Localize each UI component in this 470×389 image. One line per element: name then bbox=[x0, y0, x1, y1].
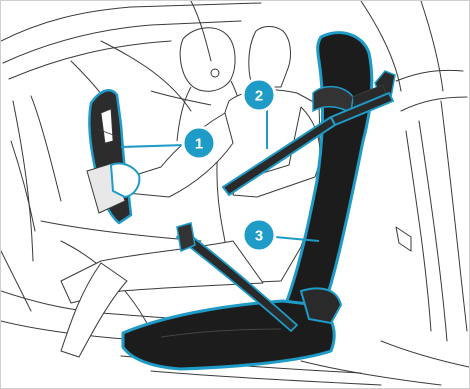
callout-3: 3 bbox=[243, 219, 275, 251]
callout-1: 1 bbox=[183, 127, 215, 159]
steering-wheel bbox=[87, 90, 139, 223]
callout-3-label: 3 bbox=[255, 228, 263, 245]
leader-line-1 bbox=[121, 145, 185, 147]
callout-2-label: 2 bbox=[255, 88, 263, 105]
callout-2: 2 bbox=[243, 79, 275, 111]
callout-1-label: 1 bbox=[195, 136, 203, 153]
